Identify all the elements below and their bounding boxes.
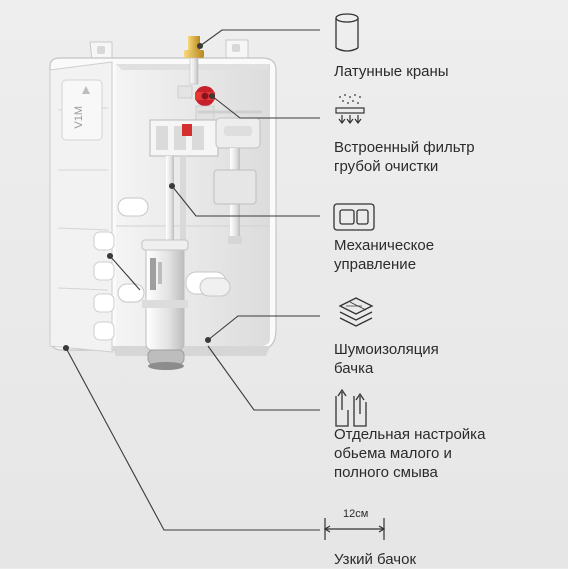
filter-mesh-icon bbox=[335, 94, 365, 124]
side-pipes bbox=[117, 197, 231, 303]
width-dimension-label: 12см bbox=[343, 508, 369, 520]
feature-label-mechanical: Механическое управление bbox=[334, 237, 435, 273]
feature-label-filter: Встроенный фильтр грубой очистки bbox=[334, 139, 475, 175]
brass-valve bbox=[184, 36, 204, 85]
feature-label-insulation: Шумоизоляция бачка bbox=[334, 341, 439, 377]
leader-lines bbox=[62, 29, 320, 531]
feature-label-narrow-tank: Узкий бачок bbox=[334, 551, 417, 568]
width-dimension-icon bbox=[323, 518, 386, 540]
flush-frame bbox=[149, 119, 219, 246]
insulation-layers-icon bbox=[338, 297, 374, 327]
adjust-volume-icon bbox=[335, 388, 367, 427]
tank-emboss: V1M bbox=[73, 106, 85, 129]
flush-button-icon bbox=[333, 203, 375, 231]
cylinder-icon bbox=[335, 13, 359, 52]
fill-valve bbox=[213, 117, 261, 244]
drain-valve bbox=[141, 239, 189, 370]
feature-label-volume-adjust: Отдельная настройка обьема малого и полн… bbox=[334, 426, 486, 481]
feature-label-brass-valves: Латунные краны bbox=[334, 63, 449, 80]
